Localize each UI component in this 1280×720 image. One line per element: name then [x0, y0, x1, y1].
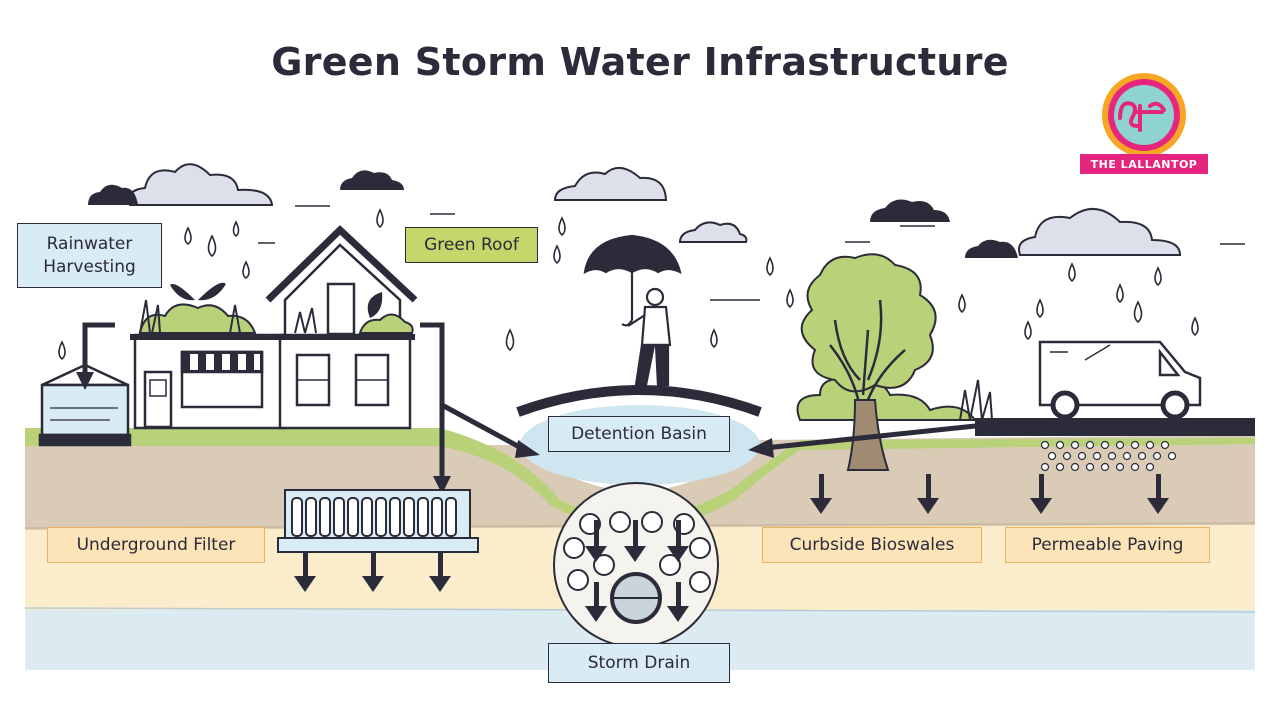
- arrow-down-icon: [294, 552, 316, 592]
- gutter-pipe-left: [76, 322, 115, 390]
- permeable-paving-pores: [1040, 440, 1177, 472]
- wind-lines: [258, 205, 1245, 301]
- raindrop-icon: [558, 216, 566, 237]
- arrow-down-icon: [1147, 474, 1169, 514]
- leaf-icon: [170, 282, 383, 318]
- raindrop-icon: [958, 293, 966, 314]
- bioswale-grass: [959, 379, 993, 421]
- storm-drain-chamber: [553, 482, 719, 648]
- arrow-down-icon: [585, 520, 607, 562]
- label-permeable-paving: Permeable Paving: [1005, 527, 1210, 563]
- arrow-down-icon: [1030, 474, 1052, 514]
- raindrop-icon: [786, 288, 794, 309]
- raindrop-icon: [1024, 320, 1032, 341]
- label-curbside-bioswales: Curbside Bioswales: [762, 527, 982, 563]
- house-icon: [130, 225, 418, 430]
- raindrop-icon: [1191, 316, 1199, 337]
- road: [975, 418, 1255, 436]
- raindrop-icon: [766, 256, 774, 277]
- cloud-icon: [128, 163, 274, 206]
- bridge: [516, 385, 762, 417]
- raindrop-icon: [1116, 283, 1124, 304]
- raindrop-icon: [505, 328, 515, 352]
- raindrop-icon: [553, 244, 561, 265]
- dark-clouds: [88, 170, 1018, 258]
- arrow-down-icon: [667, 582, 689, 622]
- raindrop-icon: [376, 208, 384, 229]
- lallantop-logo: [1102, 73, 1186, 157]
- raindrop-icon: [1133, 300, 1143, 324]
- umbrella-person-icon: [583, 234, 682, 387]
- arrow-down-icon: [917, 474, 939, 514]
- runoff-arrow-right: [748, 422, 986, 458]
- raindrop-icon: [710, 328, 718, 349]
- cloud-icon: [965, 239, 1018, 258]
- label-green-roof: Green Roof: [405, 227, 538, 263]
- arrow-down-icon: [429, 552, 451, 592]
- cloud-icon: [1018, 208, 1182, 256]
- tree-icon: [796, 253, 978, 471]
- label-detention-basin: Detention Basin: [548, 416, 730, 452]
- logo-text: THE LALLANTOP: [1080, 154, 1208, 174]
- raindrops: [58, 208, 1199, 361]
- cloud-icon: [870, 199, 950, 222]
- raindrop-icon: [58, 340, 66, 361]
- raindrop-icon: [207, 234, 217, 258]
- underground-filter-unit: [277, 489, 479, 553]
- clouds: [128, 163, 1182, 256]
- label-rainwater-harvesting: Rainwater Harvesting: [17, 223, 162, 288]
- arrow-down-icon: [624, 520, 646, 562]
- arrow-down-icon: [810, 474, 832, 514]
- grass-surface: [25, 428, 1255, 529]
- raindrop-icon: [242, 260, 250, 279]
- raindrop-icon: [1154, 266, 1162, 287]
- raindrop-icon: [184, 226, 192, 245]
- cloud-icon: [88, 184, 138, 205]
- label-storm-drain: Storm Drain: [548, 643, 730, 683]
- diagram-title: Green Storm Water Infrastructure: [271, 40, 1009, 84]
- cloud-icon: [678, 221, 748, 243]
- infiltration-arrows: [294, 474, 1169, 622]
- green-roof-plants: [138, 299, 414, 334]
- label-underground-filter: Underground Filter: [47, 527, 265, 563]
- raindrop-icon: [1036, 298, 1044, 319]
- downspout-pipe: [420, 322, 540, 494]
- raindrop-icon: [1068, 262, 1076, 283]
- cloud-icon: [553, 167, 668, 201]
- arrow-down-icon: [667, 520, 689, 562]
- raindrop-icon: [232, 220, 240, 238]
- van-icon: [1038, 340, 1202, 420]
- cloud-icon: [340, 170, 404, 190]
- arrow-down-icon: [362, 552, 384, 592]
- arrow-down-icon: [585, 582, 607, 622]
